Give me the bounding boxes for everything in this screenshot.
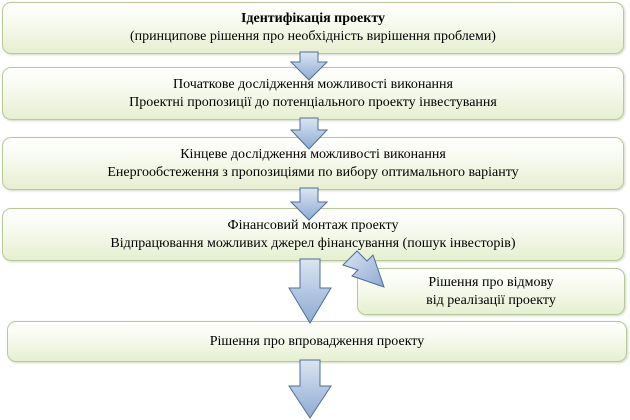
stage-financing-title: Фінансовий монтаж проекту: [227, 217, 399, 233]
stage-identification-subtitle: (принципове рішення про необхідність вир…: [130, 29, 496, 44]
diagonal-arrow-to-refusal: [342, 250, 385, 288]
down-arrow-5: [288, 359, 332, 419]
stage-final-study-subtitle: Енергообстеження з пропозиціями по вибор…: [107, 164, 519, 180]
refusal-decision-box: Рішення про відмову від реалізації проек…: [357, 268, 625, 315]
implementation-decision-box: Рішення про впровадження проекту: [7, 321, 627, 362]
stage-identification-box: Ідентифікація проекту (принципове рішенн…: [2, 2, 624, 54]
implementation-decision-label: Рішення про впровадження проекту: [209, 333, 425, 349]
stage-financing-subtitle: Відпрацювання можливих джерел фінансуван…: [110, 235, 516, 251]
stage-final-study-box: Кінцеве дослідження можливості виконання…: [2, 137, 624, 190]
down-arrow-2: [289, 117, 329, 150]
down-arrow-3: [289, 187, 329, 221]
refusal-decision-line-2: від реалізації проекту: [426, 292, 556, 308]
stage-initial-study-subtitle: Проектні пропозиції до потенціального пр…: [129, 94, 497, 110]
down-arrow-4: [288, 258, 332, 324]
stage-initial-study-title: Початкове дослідження можливості виконан…: [173, 76, 453, 92]
stage-final-study-title: Кінцеве дослідження можливості виконання: [180, 146, 446, 162]
down-arrow-1: [289, 51, 329, 81]
refusal-decision-line-1: Рішення про відмову: [428, 274, 554, 290]
stage-identification-title: Ідентифікація проекту: [240, 11, 386, 26]
